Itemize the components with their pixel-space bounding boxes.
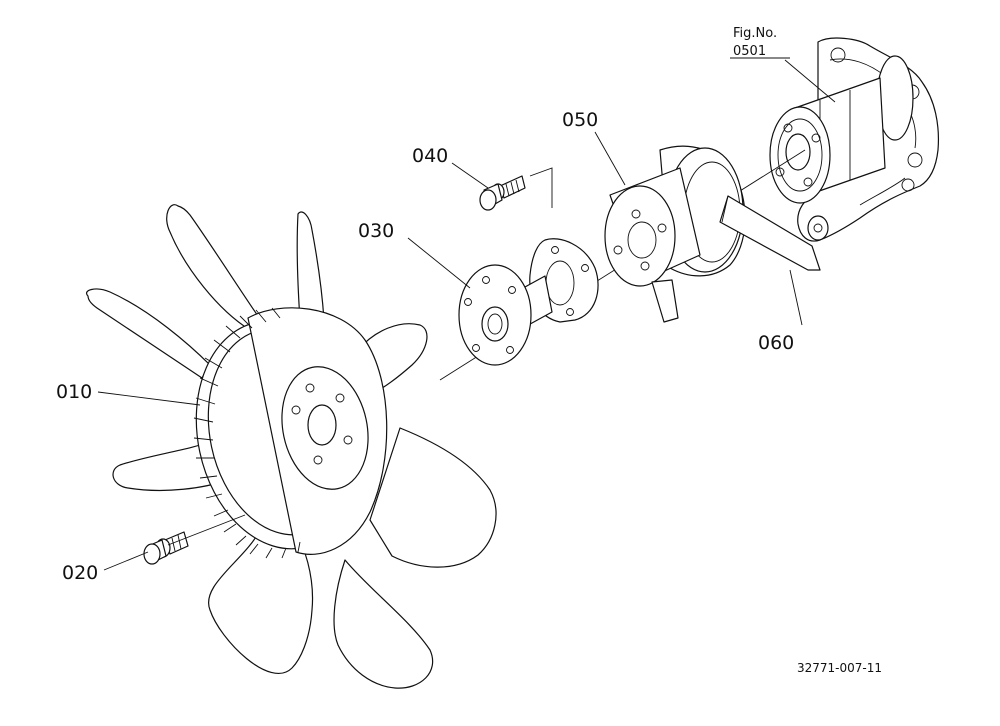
callout-010[interactable]: 010 xyxy=(56,381,92,403)
callout-030[interactable]: 030 xyxy=(358,220,394,242)
callout-020[interactable]: 020 xyxy=(62,562,98,584)
cooling-fan xyxy=(86,204,497,689)
callout-040[interactable]: 040 xyxy=(412,145,448,167)
water-pump xyxy=(769,37,940,242)
leader-lines xyxy=(97,57,836,571)
figure-ref-line2: 0501 xyxy=(733,44,766,59)
fan-pulley xyxy=(604,145,746,323)
figure-ref-line1: Fig.No. xyxy=(733,26,777,41)
v-belt xyxy=(719,195,821,271)
shroud-slots xyxy=(193,307,301,559)
pulley-bolt xyxy=(479,167,553,211)
callout-060[interactable]: 060 xyxy=(758,332,794,354)
spacer-flange xyxy=(458,238,599,366)
fan-bolt xyxy=(143,531,189,565)
drawing-code: 32771-007-11 xyxy=(797,661,882,675)
callout-050[interactable]: 050 xyxy=(562,109,598,131)
